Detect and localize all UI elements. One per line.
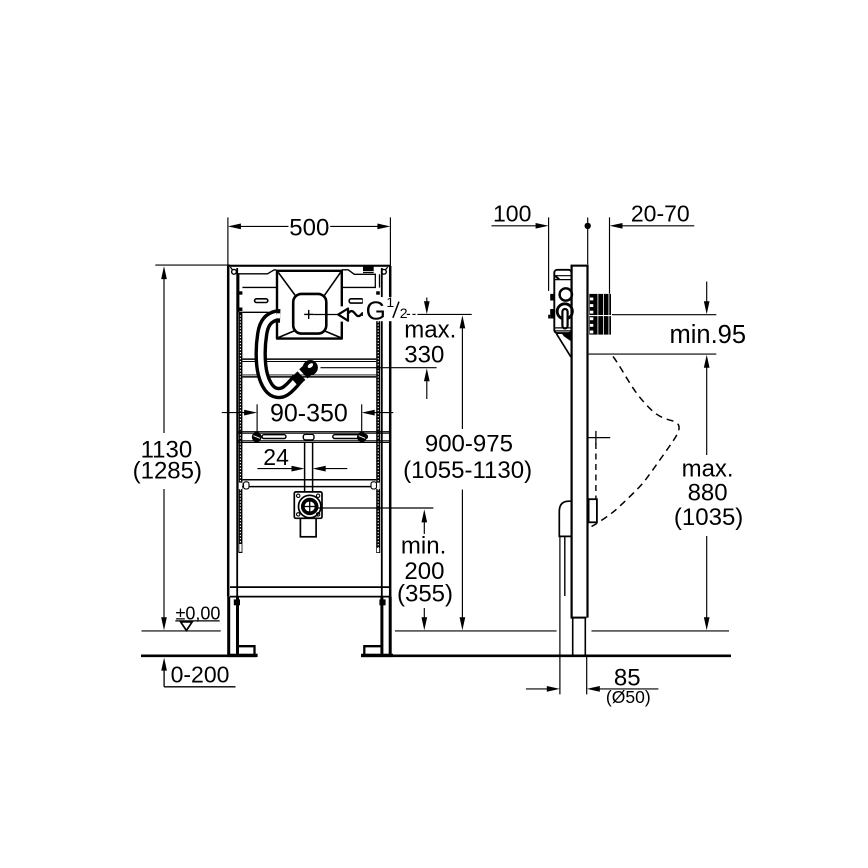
svg-text:(1055-1130): (1055-1130) [403,457,532,484]
svg-text:500: 500 [289,214,329,241]
svg-text:(Ø50): (Ø50) [606,687,651,707]
svg-text:2: 2 [400,305,408,321]
svg-text:900-975: 900-975 [425,430,513,457]
svg-text:max.: max. [682,455,734,482]
svg-text:880: 880 [688,480,728,507]
svg-text:1: 1 [386,294,394,310]
svg-text:20-70: 20-70 [631,200,690,226]
svg-text:85: 85 [614,665,641,692]
svg-text:±0,00: ±0,00 [176,604,221,624]
svg-text:1130: 1130 [141,436,193,463]
svg-text:200: 200 [404,558,444,585]
svg-text:(1285): (1285) [133,458,202,485]
svg-text:24: 24 [263,444,289,470]
svg-text:90-350: 90-350 [270,399,348,427]
svg-text:G: G [366,295,386,325]
svg-text:330: 330 [404,342,444,369]
svg-text:min.95: min.95 [670,321,747,349]
svg-text:min.: min. [401,532,446,559]
svg-text:100: 100 [493,200,531,226]
svg-text:(355): (355) [397,580,453,607]
svg-text:0-200: 0-200 [171,661,230,687]
svg-text:max.: max. [404,316,456,343]
svg-text:(1035): (1035) [674,504,743,531]
